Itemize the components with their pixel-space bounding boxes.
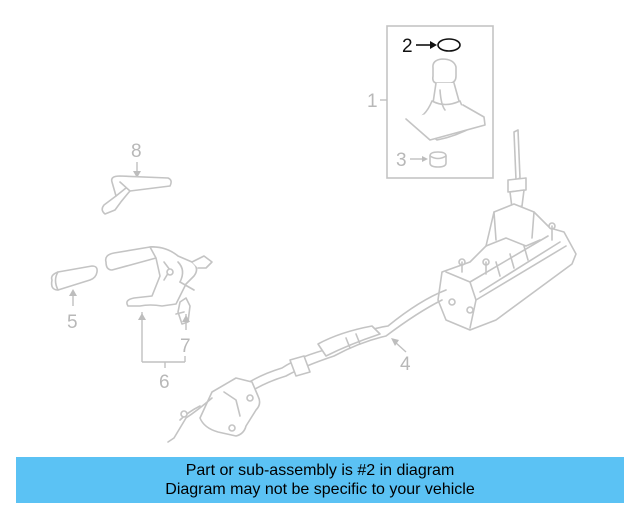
callout-6: 6 — [159, 372, 170, 393]
clip-part — [429, 151, 447, 168]
callout-2: 2 — [402, 36, 413, 57]
handle-part — [101, 175, 172, 215]
lever-bracket-part — [104, 246, 213, 307]
callout-4: 4 — [400, 354, 411, 375]
notice-line-2: Diagram may not be specific to your vehi… — [165, 481, 475, 498]
callout-3: 3 — [396, 150, 407, 171]
callout-7: 7 — [180, 336, 191, 357]
cover-part — [50, 265, 98, 291]
knob-assembly-box — [386, 25, 494, 179]
callout-2-arrow — [430, 41, 437, 49]
callout-1: 1 — [367, 91, 378, 112]
o-ring-part — [437, 38, 461, 52]
shift-knob-part — [405, 58, 486, 141]
callout-8: 8 — [131, 141, 142, 162]
callout-5: 5 — [67, 312, 78, 333]
notice-line-1: Part or sub-assembly is #2 in diagram — [185, 462, 455, 479]
shifter-housing-part — [167, 129, 577, 443]
notice-banner: Part or sub-assembly is #2 in diagram Di… — [16, 457, 624, 503]
